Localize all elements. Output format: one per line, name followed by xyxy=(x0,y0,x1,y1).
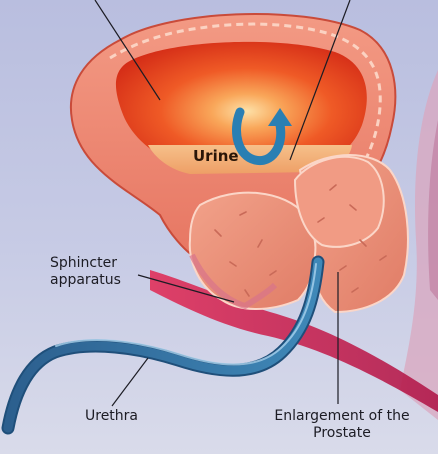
prostate-left-lobe xyxy=(188,191,317,310)
flow-arrowhead xyxy=(268,108,292,126)
leader-lines xyxy=(94,0,351,407)
flow-arrow xyxy=(232,107,286,165)
urethra xyxy=(3,257,323,433)
sphincter-band xyxy=(189,253,278,310)
sphincter-label-line-1: Sphincter xyxy=(50,255,117,271)
prostate-label-line-1: Enlargement of the xyxy=(274,408,410,424)
sphincter-apparatus-label: Sphincter apparatus xyxy=(50,255,121,289)
leader-line-bladder xyxy=(94,0,161,101)
sphincter-label-line-2: apparatus xyxy=(50,272,121,288)
leader-line-wall xyxy=(289,0,351,161)
urine-label: Urine xyxy=(193,147,239,165)
prostate-label-line-2: Prostate xyxy=(313,425,371,441)
prostate-enlargement-label: Enlargement of the Prostate xyxy=(262,408,422,442)
right-tissue xyxy=(400,70,438,420)
right-tissue-shadow xyxy=(428,120,438,300)
leader-line-sphincter xyxy=(137,274,235,303)
leader-line-urethra xyxy=(111,357,149,407)
urethra-highlight xyxy=(55,263,317,366)
prostate-middle-lobe xyxy=(293,155,385,248)
urethra-label: Urethra xyxy=(85,408,139,424)
bladder-cavity xyxy=(115,41,367,168)
prostate-texture xyxy=(214,184,387,297)
